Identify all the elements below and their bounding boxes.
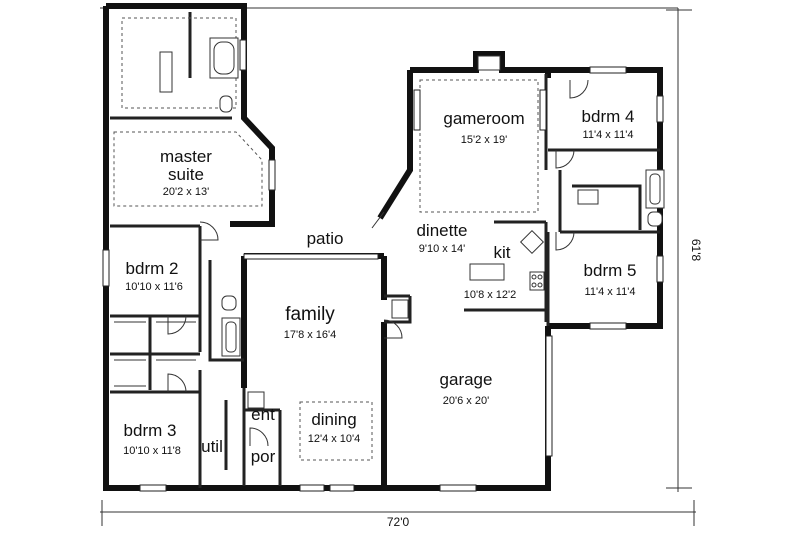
- interior-walls: [110, 12, 660, 488]
- bdrm5-size: 11'4 x 11'4: [585, 286, 636, 298]
- master-suite-label-2: suite: [168, 165, 204, 184]
- dinette-label: dinette: [416, 221, 467, 240]
- ceiling-outlines: [113, 17, 539, 461]
- bdrm2-label: bdrm 2: [126, 259, 179, 278]
- patio-label: patio: [307, 229, 344, 248]
- garage-size: 20'6 x 20': [443, 395, 489, 407]
- family-label: family: [285, 304, 335, 325]
- dinette-size: 9'10 x 14': [419, 243, 465, 255]
- room-labels: master suite 20'2 x 13' gameroom 15'2 x …: [123, 107, 636, 466]
- family-size: 17'8 x 16'4: [284, 329, 337, 341]
- fixtures: [114, 37, 665, 409]
- util-label: util: [201, 437, 223, 456]
- gameroom-label: gameroom: [443, 109, 524, 128]
- bdrm3-size: 10'10 x 11'8: [123, 445, 181, 457]
- master-suite-label-1: master: [160, 147, 212, 166]
- dining-size: 12'4 x 10'4: [308, 433, 361, 445]
- overall-width-dimension: 72'0: [387, 515, 410, 529]
- door-swings: [167, 79, 589, 447]
- bdrm3-label: bdrm 3: [124, 421, 177, 440]
- windows: [102, 39, 664, 492]
- bdrm5-label: bdrm 5: [584, 261, 637, 280]
- dining-label: dining: [311, 410, 356, 429]
- kit-size: 10'8 x 12'2: [464, 289, 517, 301]
- exterior-walls: [103, 3, 663, 491]
- gameroom-size: 15'2 x 19': [461, 134, 507, 146]
- bdrm4-label: bdrm 4: [582, 107, 635, 126]
- bdrm2-size: 10'10 x 11'6: [125, 281, 183, 293]
- bdrm4-size: 11'4 x 11'4: [583, 129, 634, 141]
- por-label: por: [251, 447, 276, 466]
- master-suite-size: 20'2 x 13': [163, 186, 209, 198]
- ent-label: ent: [251, 405, 275, 424]
- overall-depth-dimension: 61'8: [689, 239, 703, 262]
- kit-label: kit: [494, 243, 511, 262]
- garage-label: garage: [440, 370, 493, 389]
